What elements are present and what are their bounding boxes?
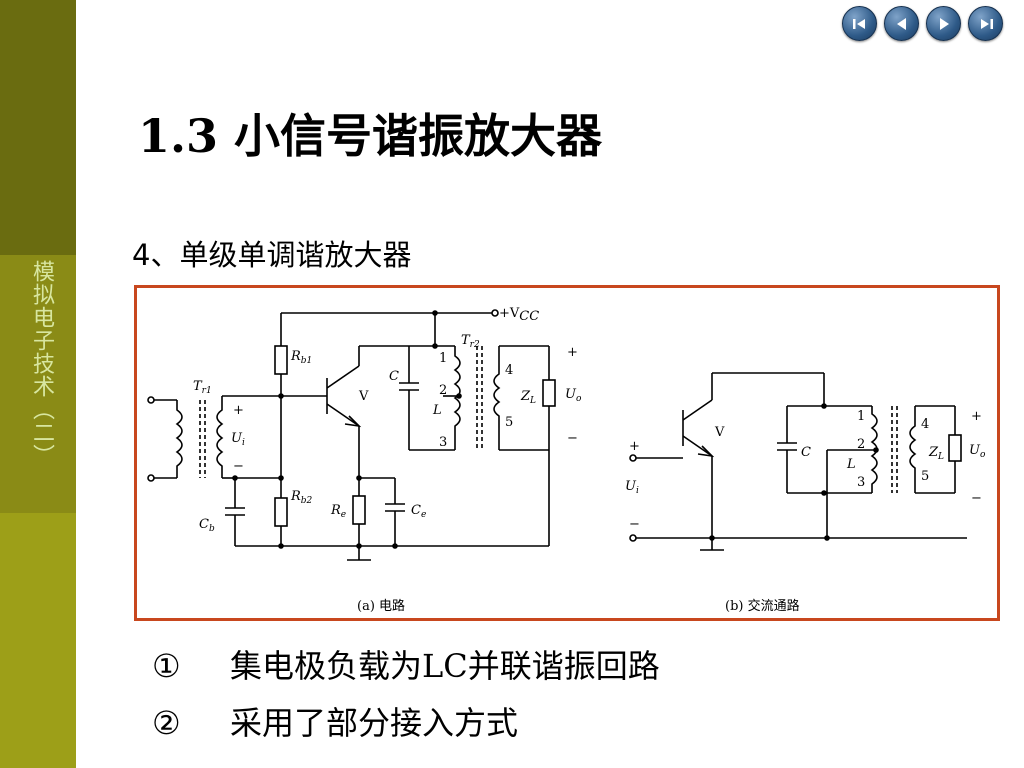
label-minus-in-a: − <box>233 459 244 474</box>
svg-text:Tr2: Tr2 <box>461 333 480 350</box>
label-v-b: V <box>714 425 725 440</box>
label-zl-a: Z <box>520 389 531 404</box>
sidebar-band-middle <box>0 255 76 513</box>
label-n2-b: 2 <box>857 437 865 452</box>
label-n2-a: 2 <box>439 383 447 398</box>
label-uo-b: U <box>969 443 981 458</box>
bullet-text-1: 集电极负载为LC并联谐振回路 <box>230 647 660 685</box>
caption-a: (a) 电路 <box>357 598 405 614</box>
label-n5-a: 5 <box>505 415 513 430</box>
svg-text:Uo: Uo <box>565 387 582 404</box>
svg-text:Ui: Ui <box>231 431 245 448</box>
label-minus-in-b: − <box>629 517 640 532</box>
label-ui-a: U <box>231 431 243 446</box>
label-uo-a: U <box>565 387 577 402</box>
label-tr1: T <box>193 379 203 394</box>
label-tr2: T <box>461 333 471 348</box>
svg-text:Tr1: Tr1 <box>193 379 212 396</box>
svg-text:+VCC: +VCC <box>499 306 539 324</box>
label-n3-a: 3 <box>439 435 447 450</box>
sidebar: 模拟电子技术（二） <box>0 0 76 768</box>
svg-text:Ce: Ce <box>411 503 426 520</box>
label-c-a: C <box>389 369 399 384</box>
label-zl-b: Z <box>928 445 939 460</box>
label-ui-b: U <box>625 479 637 494</box>
bullet-text-2: 采用了部分接入方式 <box>230 704 519 742</box>
svg-text:Uo: Uo <box>969 443 986 460</box>
slide-navigation <box>842 6 1003 41</box>
label-vcc: +V <box>499 306 520 321</box>
label-re: R <box>330 503 341 518</box>
label-l-a: L <box>432 403 442 418</box>
label-cb: C <box>199 517 209 532</box>
label-n5-b: 5 <box>921 469 929 484</box>
svg-text:Ui: Ui <box>625 479 639 496</box>
next-page-icon[interactable] <box>926 6 961 41</box>
svg-text:Re: Re <box>330 503 346 520</box>
label-rb2: R <box>290 489 301 504</box>
label-n3-b: 3 <box>857 475 865 490</box>
label-n1-a: 1 <box>439 351 447 366</box>
label-plus-in-a: + <box>233 403 244 418</box>
sidebar-band-bottom <box>0 513 76 768</box>
bullet-item-1: ① 集电极负载为LC并联谐振回路 <box>152 641 660 687</box>
label-plus-in-b: + <box>629 439 640 454</box>
circuit-diagram: +VCC Tr1 Tr2 Rb1 Rb2 Re Ce Cb C L V 1 2 … <box>147 306 986 614</box>
label-minus-out-a: − <box>567 431 578 446</box>
label-ce: C <box>411 503 421 518</box>
first-page-icon[interactable] <box>842 6 877 41</box>
label-n4-a: 4 <box>505 363 513 378</box>
label-l-b: L <box>846 457 856 472</box>
label-v-a: V <box>358 389 369 404</box>
bullet-marker-1: ① <box>152 647 181 685</box>
last-page-icon[interactable] <box>968 6 1003 41</box>
previous-page-icon[interactable] <box>884 6 919 41</box>
label-minus-out-b: − <box>971 491 982 506</box>
sidebar-band-top <box>0 0 76 255</box>
svg-text:ZL: ZL <box>520 389 536 406</box>
label-plus-out-a: + <box>567 345 578 360</box>
svg-text:Rb1: Rb1 <box>290 349 312 366</box>
bullet-item-2: ② 采用了部分接入方式 <box>152 698 518 744</box>
svg-text:Rb2: Rb2 <box>290 489 313 506</box>
svg-text:Cb: Cb <box>199 517 215 534</box>
svg-text:ZL: ZL <box>928 445 944 462</box>
bullet-marker-2: ② <box>152 704 181 742</box>
label-plus-out-b: + <box>971 409 982 424</box>
caption-b: (b) 交流通路 <box>725 598 800 614</box>
label-n4-b: 4 <box>921 417 929 432</box>
course-title: 模拟电子技术（二） <box>29 260 54 467</box>
label-c-b: C <box>801 445 811 460</box>
circuit-figure: +VCC Tr1 Tr2 Rb1 Rb2 Re Ce Cb C L V 1 2 … <box>134 285 1000 621</box>
slide-subtitle: 4、单级单调谐放大器 <box>132 238 412 272</box>
label-n1-b: 1 <box>857 409 865 424</box>
slide-title: 1.3 小信号谐振放大器 <box>138 109 603 163</box>
label-rb1: R <box>290 349 301 364</box>
